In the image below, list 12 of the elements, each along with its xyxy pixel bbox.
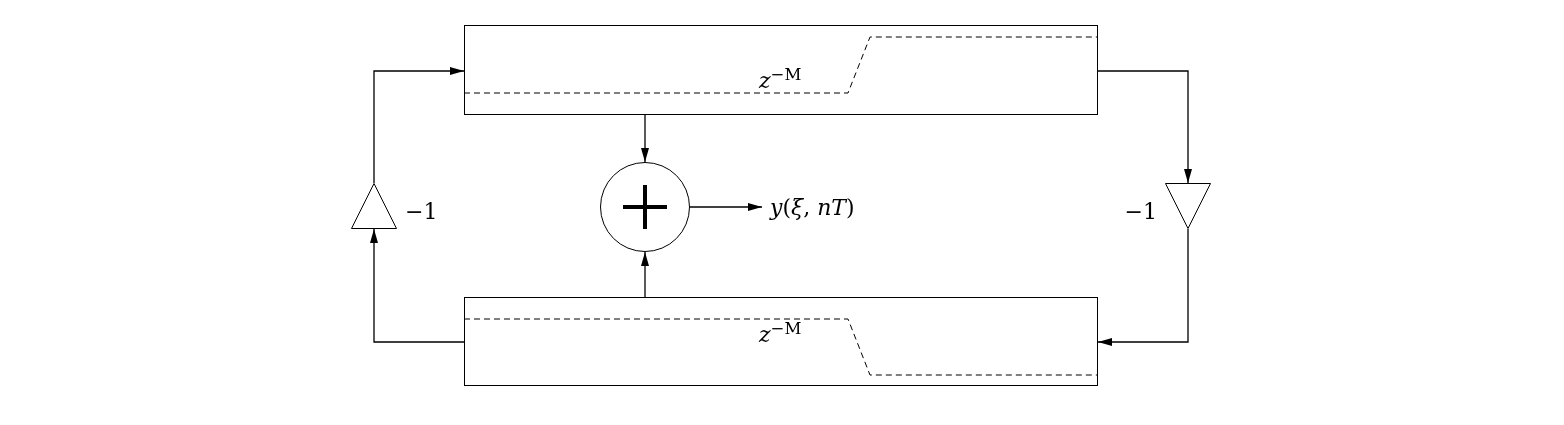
signal-arrow	[689, 203, 763, 211]
signal-arrow	[370, 228, 465, 343]
signal-arrow	[1097, 70, 1192, 184]
gain-label: −1	[405, 199, 438, 224]
delay-label: z$^{−M}$	[759, 68, 802, 93]
delay-label: z$^{−M}$	[759, 322, 802, 347]
signal-arrow	[1097, 228, 1189, 346]
signal-arrow	[641, 251, 649, 298]
signal-arrow	[641, 114, 649, 163]
signal-arrow	[373, 67, 465, 184]
output-signal-label: y(ξ, nT)	[770, 193, 855, 222]
gain-label: −1	[1124, 199, 1157, 224]
